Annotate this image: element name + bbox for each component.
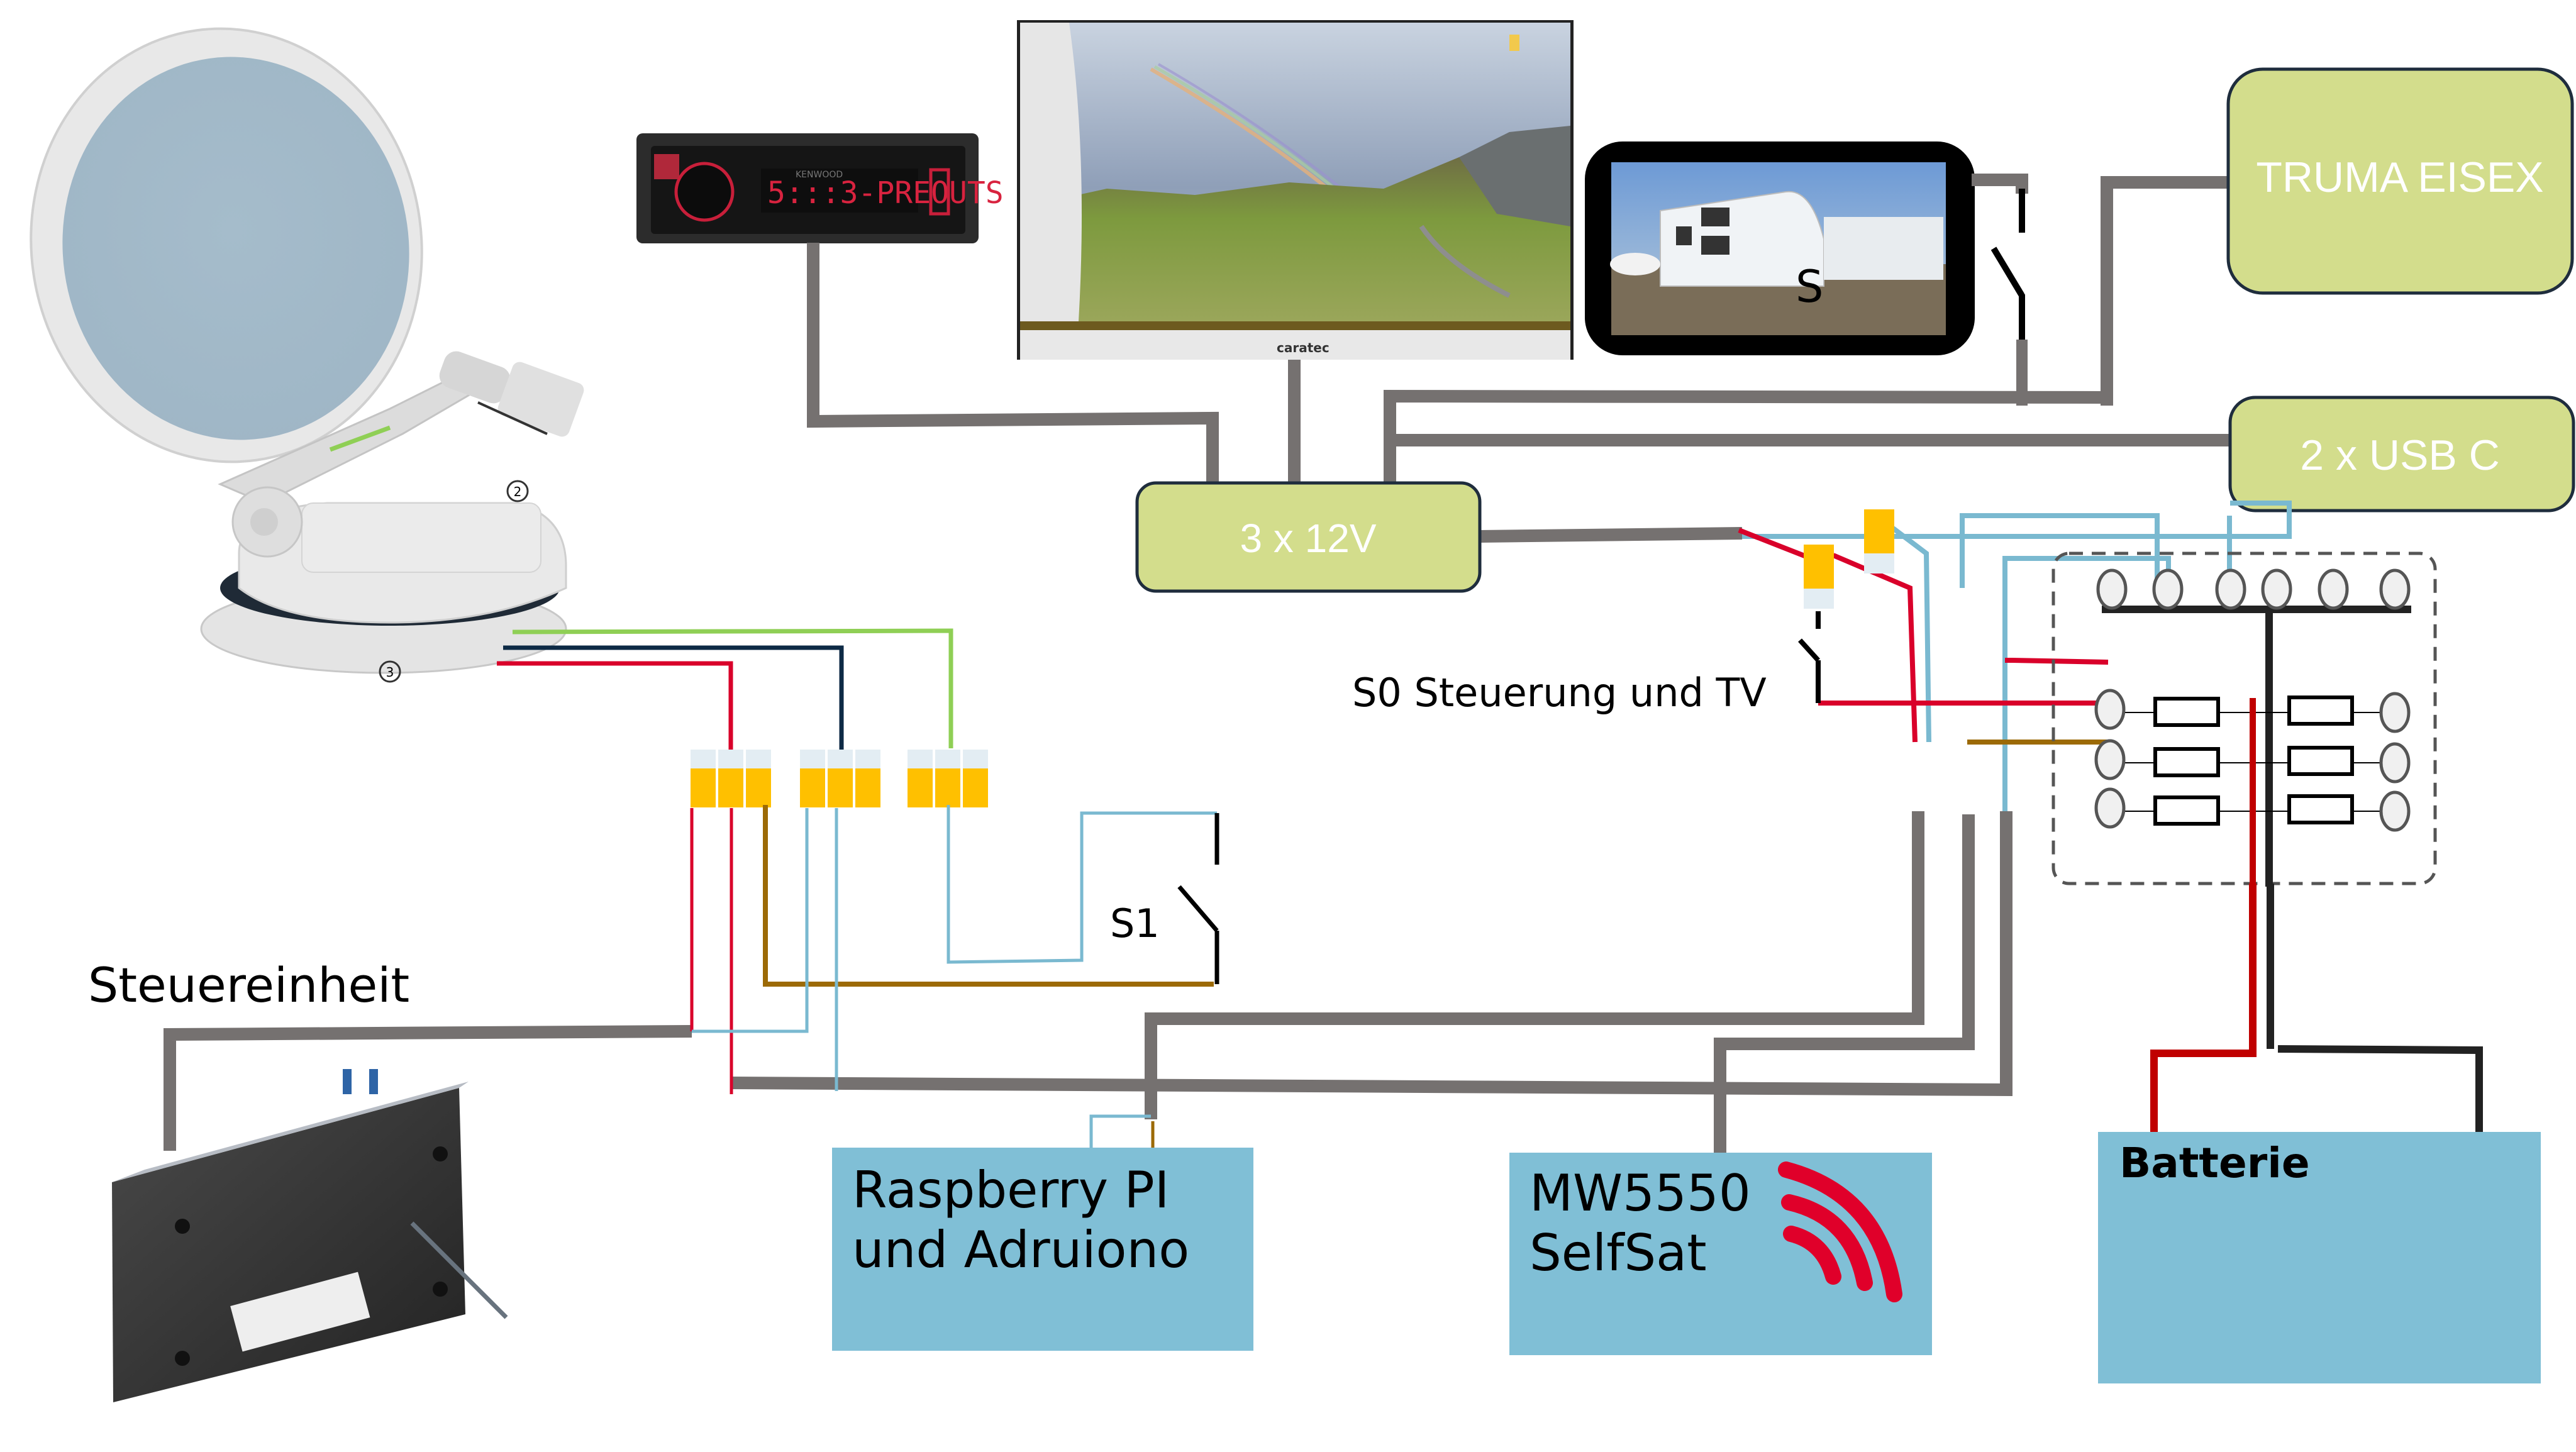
mark-3: 3	[386, 665, 394, 680]
switch-s0-lever	[1798, 638, 1820, 662]
raspberry-pi-box: Raspberry PI und Adruiono	[832, 1148, 1253, 1351]
radio-brand: KENWOOD	[796, 170, 843, 180]
fuse-output-terminal	[2379, 742, 2411, 784]
busbar-terminal	[2261, 568, 2292, 610]
mark-2-icon	[506, 480, 529, 502]
truma-box: TRUMA EISEX	[2226, 67, 2574, 295]
terminal-clamp-top	[718, 750, 743, 768]
busbar-terminal	[2318, 568, 2349, 610]
fuse-right	[2287, 746, 2354, 776]
selfsat-line2: SelfSat	[1530, 1224, 1707, 1282]
busbar-terminal	[2096, 568, 2128, 610]
battery-box: Batterie	[2098, 1132, 2541, 1383]
car-radio: 5:::3-PREOUTS KENWOOD	[636, 133, 1004, 243]
terminal-clamp-top	[963, 750, 988, 768]
battery-wires	[2150, 884, 2483, 1132]
radio-display: 5:::3-PREOUTS	[767, 175, 1004, 211]
control-unit: Steuereinheit	[88, 957, 508, 1402]
fuse-output-terminal	[2379, 692, 2411, 733]
terminal-clamp-top	[746, 750, 771, 768]
busbar-terminal	[2379, 568, 2411, 610]
fuse-input-terminal	[2094, 689, 2126, 730]
power-wires-top	[807, 176, 2236, 543]
terminal-clamp	[800, 768, 825, 807]
terminal-clamp-top	[908, 750, 933, 768]
fuse-left	[2153, 747, 2220, 777]
control-unit-label: Steuereinheit	[88, 957, 409, 1013]
camera-switch	[1972, 174, 2028, 406]
raspberry-line1: Raspberry PI	[852, 1161, 1169, 1219]
usb-box: 2 x USB C	[2228, 396, 2575, 513]
truma-label: TRUMA EISEX	[2256, 153, 2543, 201]
selfsat-box: MW5550 SelfSat	[1509, 1153, 1932, 1355]
fuse-right	[2287, 696, 2354, 726]
terminal-clamp	[935, 768, 960, 807]
terminal-clamp-top	[828, 750, 853, 768]
terminal-clamp-top	[691, 750, 716, 768]
switch-s0: S0 Steuerung und TV	[1352, 611, 1821, 716]
mark-2: 2	[514, 484, 522, 499]
inline-terminals	[1804, 509, 1894, 609]
terminal-clamp	[828, 768, 853, 807]
fuse-left	[2153, 795, 2220, 826]
terminal-wires	[690, 805, 1217, 1148]
terminal-clamp	[908, 768, 933, 807]
switch-s1: S1	[1110, 813, 1219, 984]
terminal-clamp	[855, 768, 880, 807]
terminal-clamp	[691, 768, 716, 807]
switch-s1-lever	[1177, 885, 1219, 933]
busbar-terminal	[2152, 568, 2184, 610]
fuse-output-terminal	[2379, 790, 2411, 832]
selfsat-line1: MW5550	[1530, 1164, 1751, 1222]
wifi-icon	[1778, 1161, 1902, 1302]
mark-3-icon	[379, 660, 401, 683]
switch-s0-label: S0 Steuerung und TV	[1352, 670, 1767, 716]
terminal-clamp-top	[800, 750, 825, 768]
raspberry-line2: und Adruiono	[852, 1221, 1189, 1279]
fuse-input-terminal	[2094, 739, 2126, 780]
fuse-input-terminal	[2094, 787, 2126, 829]
fuse-box	[2051, 551, 2437, 887]
power-12v-box: 3 x 12V	[1135, 481, 1482, 593]
busbar	[2102, 606, 2411, 613]
fuse-left	[2153, 697, 2220, 727]
rear-camera-monitor: S	[1585, 141, 1975, 355]
usb-label: 2 x USB C	[2300, 431, 2499, 479]
folder-icon	[1509, 35, 1519, 51]
power-12v-label: 3 x 12V	[1240, 516, 1376, 561]
terminal-clamp	[746, 768, 771, 807]
busbar-terminal	[2215, 568, 2246, 610]
terminal-blocks	[691, 750, 988, 807]
camera-switch-label: S	[1796, 261, 1823, 313]
battery-label: Batterie	[2119, 1139, 2310, 1187]
terminal-clamp-top	[855, 750, 880, 768]
terminal-clamp-top	[935, 750, 960, 768]
switch-s1-label: S1	[1110, 901, 1160, 946]
tv-monitor: caratec	[1017, 20, 1574, 360]
power-wires-bottom	[164, 811, 2012, 1157]
tv-brand: caratec	[1277, 340, 1330, 355]
satellite-dish: 2 3	[30, 27, 584, 683]
terminal-clamp	[963, 768, 988, 807]
terminal-clamp	[718, 768, 743, 807]
fuse-right	[2287, 794, 2354, 824]
dish-cables	[497, 628, 953, 750]
